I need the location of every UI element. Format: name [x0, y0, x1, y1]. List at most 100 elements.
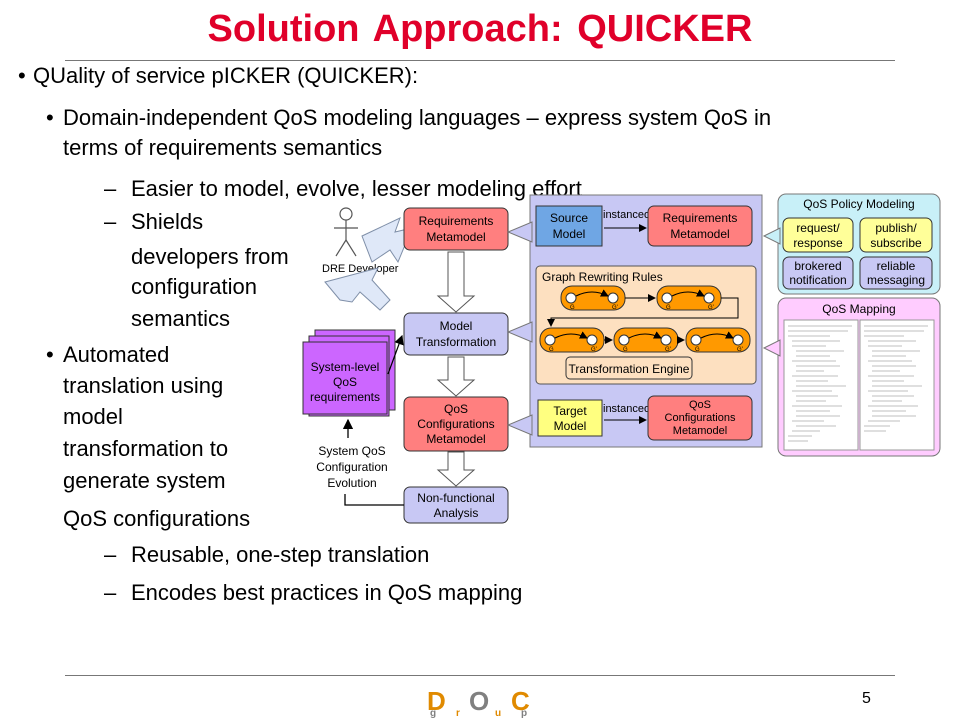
logo-letter-c: C: [511, 686, 530, 716]
rule-capsule: G G': [560, 285, 626, 311]
svg-text:G': G': [708, 305, 714, 311]
dre-developer-label: DRE Developer: [322, 263, 399, 275]
req-meta-line2: Metamodel: [426, 230, 485, 244]
bullet-automated-2: translation using: [63, 373, 224, 398]
system-level-requirements-doc: [302, 341, 388, 415]
pointer-mapping: [762, 339, 781, 357]
sub-bullet-shields-3: configuration: [131, 274, 257, 299]
svg-text:G: G: [623, 347, 628, 353]
sub-bullet-shields-4: semantics: [131, 306, 231, 331]
pointer-requirements: [506, 221, 533, 243]
bullet-automated-5: generate system: [63, 468, 226, 493]
bullet-dot: •: [46, 105, 54, 130]
model-transformation-box: [403, 312, 509, 356]
evolution-line3: Evolution: [327, 476, 376, 490]
logo-letter-o: O: [469, 686, 489, 716]
page-title: Solution Approach: QUICKER: [207, 8, 753, 50]
req-meta-line1: Requirements: [419, 214, 494, 228]
sub-dash: –: [104, 580, 117, 605]
sub-bullet-shields-2: developers from: [131, 244, 289, 269]
instanceof-top: instanceof: [603, 209, 654, 221]
bullet-languages-line1: Domain-independent QoS modeling language…: [63, 105, 772, 130]
page-number: 5: [862, 690, 871, 707]
brokered-line1: brokered: [794, 259, 841, 273]
rule-capsule: G G': [656, 285, 722, 311]
graph-rules-label: Graph Rewriting Rules: [542, 270, 663, 284]
svg-text:G: G: [695, 347, 700, 353]
qos-conf-line2: Configurations: [417, 417, 494, 431]
nonfunc-line1: Non-functional: [417, 491, 494, 505]
panel-requirements-metamodel-box: [647, 205, 753, 247]
bullet-dot: •: [18, 63, 26, 88]
rule-capsule: G G': [539, 327, 605, 353]
instanceof-bottom: instanceof: [603, 403, 654, 415]
panel-qos-line3: Metamodel: [673, 425, 727, 437]
transformation-engine-label: Transformation Engine: [569, 362, 690, 376]
logo-letter-r: r: [456, 708, 460, 718]
syslevel-line2: QoS: [333, 375, 357, 389]
svg-text:G': G': [737, 347, 743, 353]
sub-bullet-shields-1: Shields: [131, 209, 204, 234]
model-trans-line2: Transformation: [416, 335, 496, 349]
brokered-line2: notification: [789, 273, 846, 287]
transformation-engine-box: [565, 356, 693, 380]
svg-text:G: G: [549, 347, 554, 353]
logo-letter-u: u: [495, 708, 501, 718]
panel-qos-line1: QoS: [689, 399, 711, 411]
developer-icon: [334, 207, 358, 257]
svg-text:G': G': [612, 305, 618, 311]
requirements-metamodel-box: [403, 207, 509, 251]
evolution-line1: System QoS: [318, 444, 385, 458]
sub-bullet-reusable: Reusable, one-step translation: [131, 542, 430, 567]
panel-req-line2: Metamodel: [670, 227, 729, 241]
publish-subscribe-box: [859, 217, 933, 253]
rule-capsule: G G': [685, 327, 751, 353]
svg-text:G': G': [591, 347, 597, 353]
sub-bullet-best-practices: Encodes best practices in QoS mapping: [131, 580, 523, 605]
request-response-box: [782, 217, 854, 253]
pointer-policy: [762, 227, 781, 245]
nonfunc-line2: Analysis: [434, 506, 479, 520]
mapping-code-right: [859, 319, 935, 451]
evolution-line2: Configuration: [316, 460, 387, 474]
logo-letter-p: p: [521, 708, 527, 718]
pointer-transformation: [506, 321, 533, 343]
model-trans-line1: Model: [440, 319, 473, 333]
bullet-automated-3: model: [63, 404, 123, 429]
source-model-line2: Model: [553, 227, 586, 241]
pub-sub-line2: subscribe: [870, 236, 922, 250]
pointer-qos-configurations: [506, 414, 533, 436]
sub-dash: –: [104, 542, 117, 567]
rule-capsule: G G': [613, 327, 679, 353]
doc-group-logo: D O C g r u p: [427, 686, 530, 718]
arrow-requirements-to-transform: [387, 334, 404, 375]
policy-title: QoS Policy Modeling: [803, 197, 914, 211]
code-lines: [788, 325, 928, 442]
rule-link: [547, 297, 739, 327]
target-model-box: [537, 399, 603, 437]
arrow-down-1: [436, 251, 476, 313]
mapping-title: QoS Mapping: [822, 302, 895, 316]
arrow-developer-to-requirements: [324, 267, 391, 311]
svg-text:G: G: [666, 305, 671, 311]
req-resp-line1: request/: [796, 221, 840, 235]
qos-conf-line3: Metamodel: [426, 432, 485, 446]
source-model-line1: Source: [550, 211, 588, 225]
bullet-automated-1: Automated: [63, 342, 170, 367]
bullet-automated-6: QoS configurations: [63, 506, 251, 531]
syslevel-line1: System-level: [311, 360, 380, 374]
panel-qos-line2: Configurations: [665, 412, 736, 424]
qos-configurations-metamodel-box: [403, 396, 509, 452]
arrow-down-2: [436, 356, 476, 397]
logo-letter-g: g: [430, 708, 436, 718]
reliable-messaging-box: [859, 256, 933, 290]
panel-qos-configurations-box: [647, 395, 753, 441]
target-model-line1: Target: [553, 404, 587, 418]
sub-dash: –: [104, 209, 117, 234]
svg-text:G': G': [665, 347, 671, 353]
bullet-languages-line2: terms of requirements semantics: [63, 135, 383, 160]
sub-dash: –: [104, 176, 117, 201]
mapping-code-left: [783, 319, 859, 451]
panel-req-line1: Requirements: [663, 211, 738, 225]
